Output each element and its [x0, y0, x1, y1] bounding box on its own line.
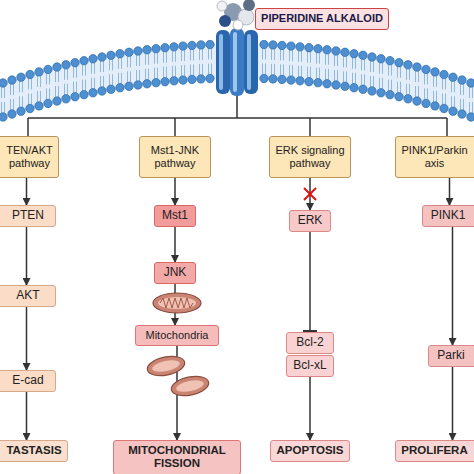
- protein-box: Mst1: [154, 205, 196, 227]
- alkaloid-molecule: [217, 0, 255, 30]
- text-line: Bcl-xL: [287, 359, 333, 373]
- node-label: PINK1: [431, 208, 466, 222]
- text-line: Mst1-JNK pathway: [140, 144, 210, 169]
- node-label: E-cad: [12, 373, 43, 387]
- protein-box: E-cad: [0, 370, 56, 392]
- text-line: JNK: [155, 266, 195, 280]
- protein-box: PINK1: [422, 205, 474, 227]
- protein-box: ERK: [289, 210, 331, 232]
- mitochondrion-icon: [153, 293, 201, 313]
- arrow-line: [26, 227, 28, 285]
- pathway-box: TEN/AKT pathway: [0, 136, 59, 178]
- text-line: E-cad: [1, 374, 55, 388]
- pathway-box: Mst1-JNK pathway: [139, 136, 211, 178]
- text-line: TEN/AKT pathway: [1, 144, 58, 169]
- node-label: Mitochondria: [146, 329, 209, 341]
- node-label: Bcl-xL: [293, 358, 326, 372]
- outcome-box: TASTASIS: [0, 440, 68, 462]
- text-line: Parki: [429, 349, 473, 363]
- text-line: PINK1/Parkin axis: [396, 144, 473, 169]
- channel-receptor: [216, 28, 258, 96]
- organelle-box: Mitochondria: [135, 325, 219, 346]
- arrow-line: [26, 178, 28, 205]
- text-line: APOPTOSIS: [271, 444, 349, 457]
- node-label: PTEN: [12, 208, 44, 222]
- protein-box: Bcl-xL: [286, 355, 334, 377]
- arrow-line: [309, 377, 311, 440]
- pathway-box: PINK1/Parkin axis: [395, 136, 474, 178]
- node-label: ERK signaling pathway: [275, 144, 344, 169]
- text-line: PIPERIDINE ALKALOID: [256, 12, 388, 25]
- node-label: PINK1/Parkin axis: [401, 144, 467, 169]
- node-label: AKT: [16, 288, 39, 302]
- outcome-box: PROLIFERA: [395, 440, 474, 462]
- protein-box: JNK: [154, 262, 196, 284]
- branch-lines: [28, 95, 447, 136]
- node-label: ERK: [298, 213, 323, 227]
- node-label: Parki: [437, 348, 464, 362]
- text-line: Mst1: [155, 209, 195, 223]
- text-line: ERK: [290, 214, 330, 228]
- pathway-box: ERK signaling pathway: [269, 136, 351, 178]
- outcome-box: MITOCHONDRIAL FISSION: [113, 440, 241, 474]
- arrow-line: [26, 307, 28, 370]
- protein-box: Parki: [428, 345, 474, 367]
- node-label: Mst1-JNK pathway: [151, 144, 199, 169]
- fission-mitochondria-icon: [146, 353, 211, 399]
- inhibition-line: [309, 232, 311, 332]
- node-label: APOPTOSIS: [277, 444, 344, 456]
- node-label: TEN/AKT pathway: [6, 144, 52, 169]
- node-label: PIPERIDINE ALKALOID: [261, 12, 383, 24]
- text-line: MITOCHONDRIAL FISSION: [114, 444, 240, 470]
- node-label: Bcl-2: [296, 335, 323, 349]
- text-line: PROLIFERA: [396, 444, 473, 457]
- node-label: MITOCHONDRIAL FISSION: [128, 444, 226, 469]
- protein-box: AKT: [0, 285, 56, 307]
- node-label: TASTASIS: [6, 444, 61, 456]
- text-line: AKT: [1, 289, 55, 303]
- inhibition-cross: [304, 188, 316, 200]
- protein-box: PTEN: [0, 205, 56, 227]
- node-label: JNK: [164, 265, 187, 279]
- arrow-line: [449, 178, 451, 205]
- text-line: PINK1: [423, 209, 473, 223]
- text-line: Mitochondria: [136, 329, 218, 342]
- arrow-line: [452, 367, 454, 440]
- text-line: Bcl-2: [287, 336, 333, 350]
- outcome-box: APOPTOSIS: [270, 440, 350, 462]
- text-line: TASTASIS: [1, 444, 67, 457]
- text-line: PTEN: [1, 209, 55, 223]
- text-line: ERK signaling pathway: [270, 144, 350, 169]
- protein-box: Bcl-2: [286, 332, 334, 354]
- arrow-line: [452, 227, 454, 345]
- node-label: Mst1: [162, 208, 188, 222]
- arrow-line: [26, 392, 28, 440]
- arrow-line: [174, 227, 176, 262]
- node-label: PROLIFERA: [401, 444, 467, 456]
- ligand-label: PIPERIDINE ALKALOID: [255, 8, 389, 30]
- arrow-line: [174, 178, 176, 205]
